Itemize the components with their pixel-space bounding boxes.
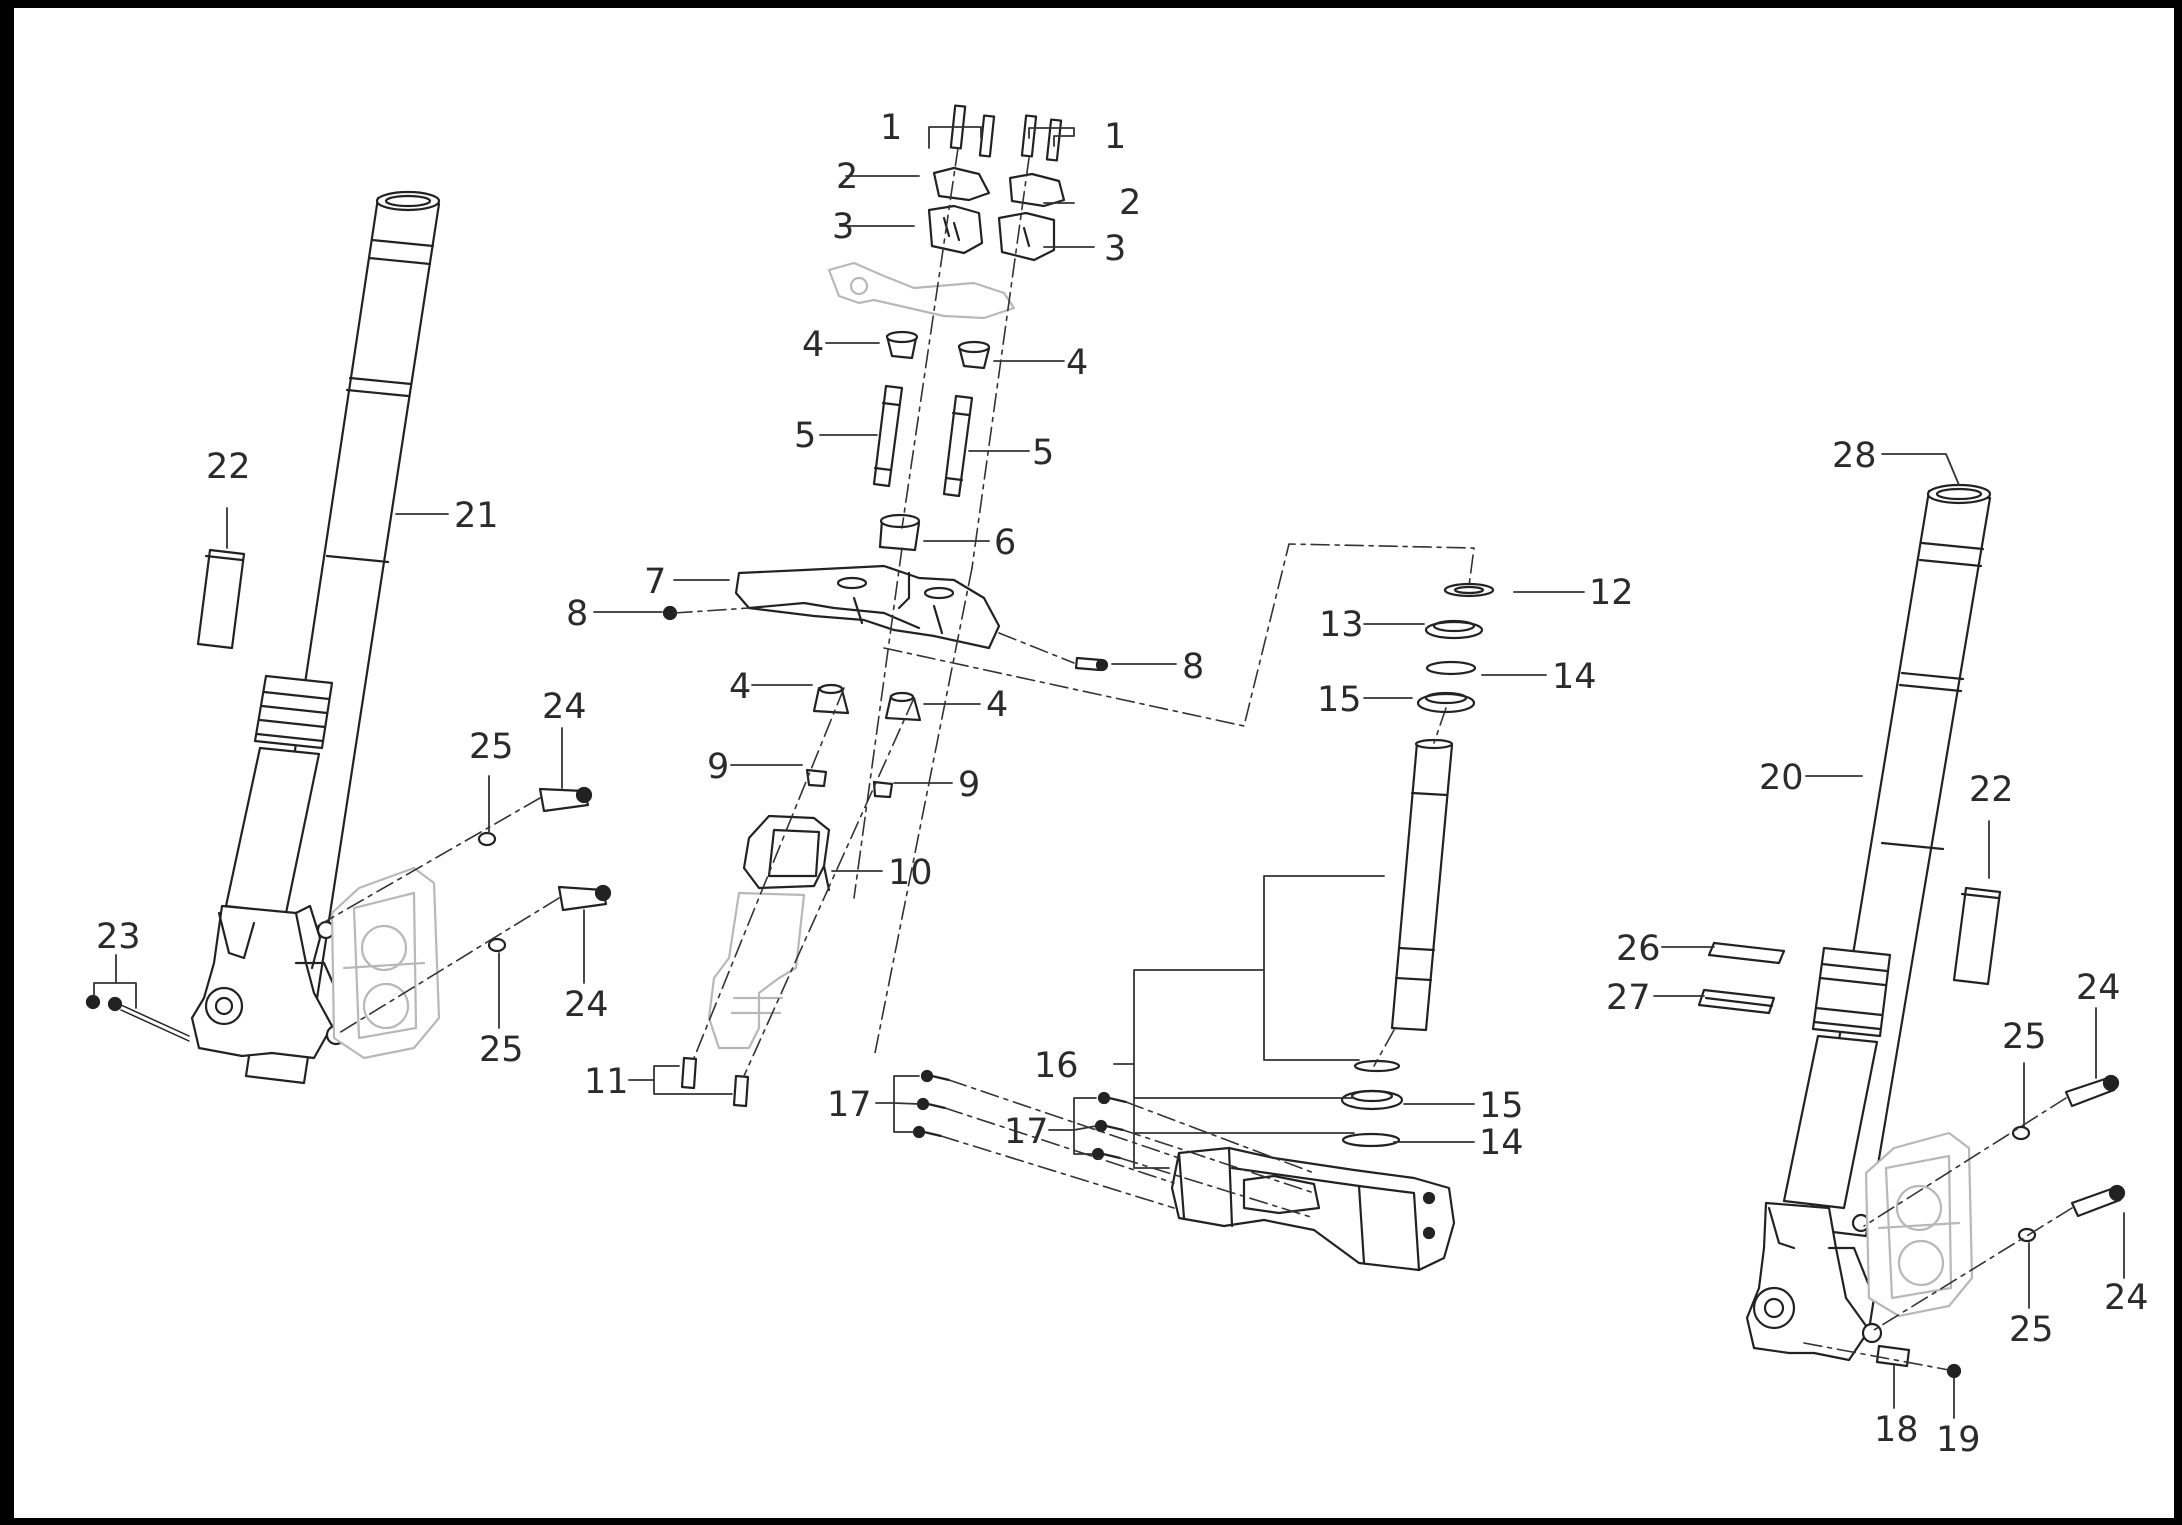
callout-1: 1: [880, 108, 903, 148]
upper-bearing-set: [1416, 582, 1495, 714]
right-caliper-bolts: [2011, 1074, 2126, 1243]
handlebar-clamps: [927, 166, 1066, 262]
upper-spacers: [885, 330, 991, 370]
right-fork-sleeve: [1952, 886, 2002, 986]
right-brake-caliper-ghost: [1864, 1131, 1974, 1318]
lower-bolts: [680, 1056, 750, 1108]
callout-14: 14: [1479, 1123, 1524, 1163]
lower-triple-clamp: [1170, 1146, 1456, 1272]
callout-5: 5: [1032, 433, 1055, 473]
callout-23: 23: [96, 917, 141, 957]
callout-25: 25: [2002, 1017, 2047, 1057]
callout-25: 25: [479, 1030, 524, 1070]
callout-11: 11: [584, 1062, 629, 1102]
callout-15: 15: [1317, 680, 1362, 720]
left-caliper-bolts: [477, 786, 612, 953]
callout-26: 26: [1616, 929, 1661, 969]
callout-1: 1: [1104, 117, 1127, 157]
callout-3: 3: [832, 207, 855, 247]
steering-stem-tube: [1390, 738, 1454, 1032]
callout-13: 13: [1319, 605, 1364, 645]
callout-4: 4: [986, 685, 1009, 725]
callout-24: 24: [564, 985, 609, 1025]
small-nuts: [805, 768, 894, 799]
right-axle-parts: [1875, 1344, 1962, 1379]
stem-cover: [742, 814, 831, 892]
riser-posts: [872, 384, 974, 498]
callout-22: 22: [206, 447, 251, 487]
callout-20: 20: [1759, 758, 1804, 798]
callout-19: 19: [1936, 1420, 1981, 1460]
left-axle-bolt: [85, 994, 190, 1042]
callout-9: 9: [707, 747, 730, 787]
diagram-drawing: [85, 104, 2126, 1419]
callout-18: 18: [1874, 1410, 1919, 1450]
callout-24: 24: [542, 687, 587, 727]
callout-28: 28: [1832, 436, 1877, 476]
callout-14: 14: [1552, 657, 1597, 697]
right-fork-leg: [1745, 483, 1992, 1362]
callout-22: 22: [1969, 770, 2014, 810]
lower-stem-ghost: [707, 891, 806, 1050]
lower-spacers: [812, 683, 922, 722]
callout-8: 8: [1182, 647, 1205, 687]
callout-7: 7: [644, 562, 667, 602]
callout-17: 17: [827, 1085, 872, 1125]
callout-6: 6: [994, 523, 1017, 563]
callout-24: 24: [2076, 968, 2121, 1008]
callout-27: 27: [1606, 978, 1651, 1018]
stem-nut: [878, 513, 921, 552]
callout-2: 2: [836, 157, 859, 197]
callout-3: 3: [1104, 229, 1127, 269]
lower-bearing-set: [1340, 1059, 1404, 1148]
handlebar-bracket-ghost: [827, 261, 1016, 320]
callout-4: 4: [802, 325, 825, 365]
callout-25: 25: [469, 727, 514, 767]
callout-12: 12: [1589, 573, 1634, 613]
left-brake-caliper-ghost: [330, 866, 441, 1060]
callout-24: 24: [2104, 1278, 2149, 1318]
left-fork-leg: [190, 190, 441, 1085]
callout-21: 21: [454, 496, 499, 536]
callout-15: 15: [1479, 1086, 1524, 1126]
callout-8: 8: [566, 594, 589, 634]
callout-10: 10: [888, 853, 933, 893]
callout-9: 9: [958, 765, 981, 805]
callout-4: 4: [729, 667, 752, 707]
callout-5: 5: [794, 416, 817, 456]
handlebar-clamp-bolts: [949, 104, 1063, 162]
callout-25: 25: [2009, 1310, 2054, 1350]
exploded-parts-diagram: 1 1 2 2 3 3 4 4 5 5 6 7 8 8 4 4 9 9 10 1…: [14, 8, 2174, 1518]
callout-16: 16: [1034, 1046, 1079, 1086]
callout-17: 17: [1004, 1112, 1049, 1152]
callout-2: 2: [1119, 183, 1142, 223]
leader-lines: [93, 126, 2125, 1419]
callout-4: 4: [1066, 343, 1089, 383]
fork-seal-rings: [1697, 941, 1786, 1015]
left-fork-sleeve: [196, 548, 246, 650]
assembly-centerlines: [313, 147, 2073, 1371]
upper-triple-clamp: [734, 564, 1001, 650]
